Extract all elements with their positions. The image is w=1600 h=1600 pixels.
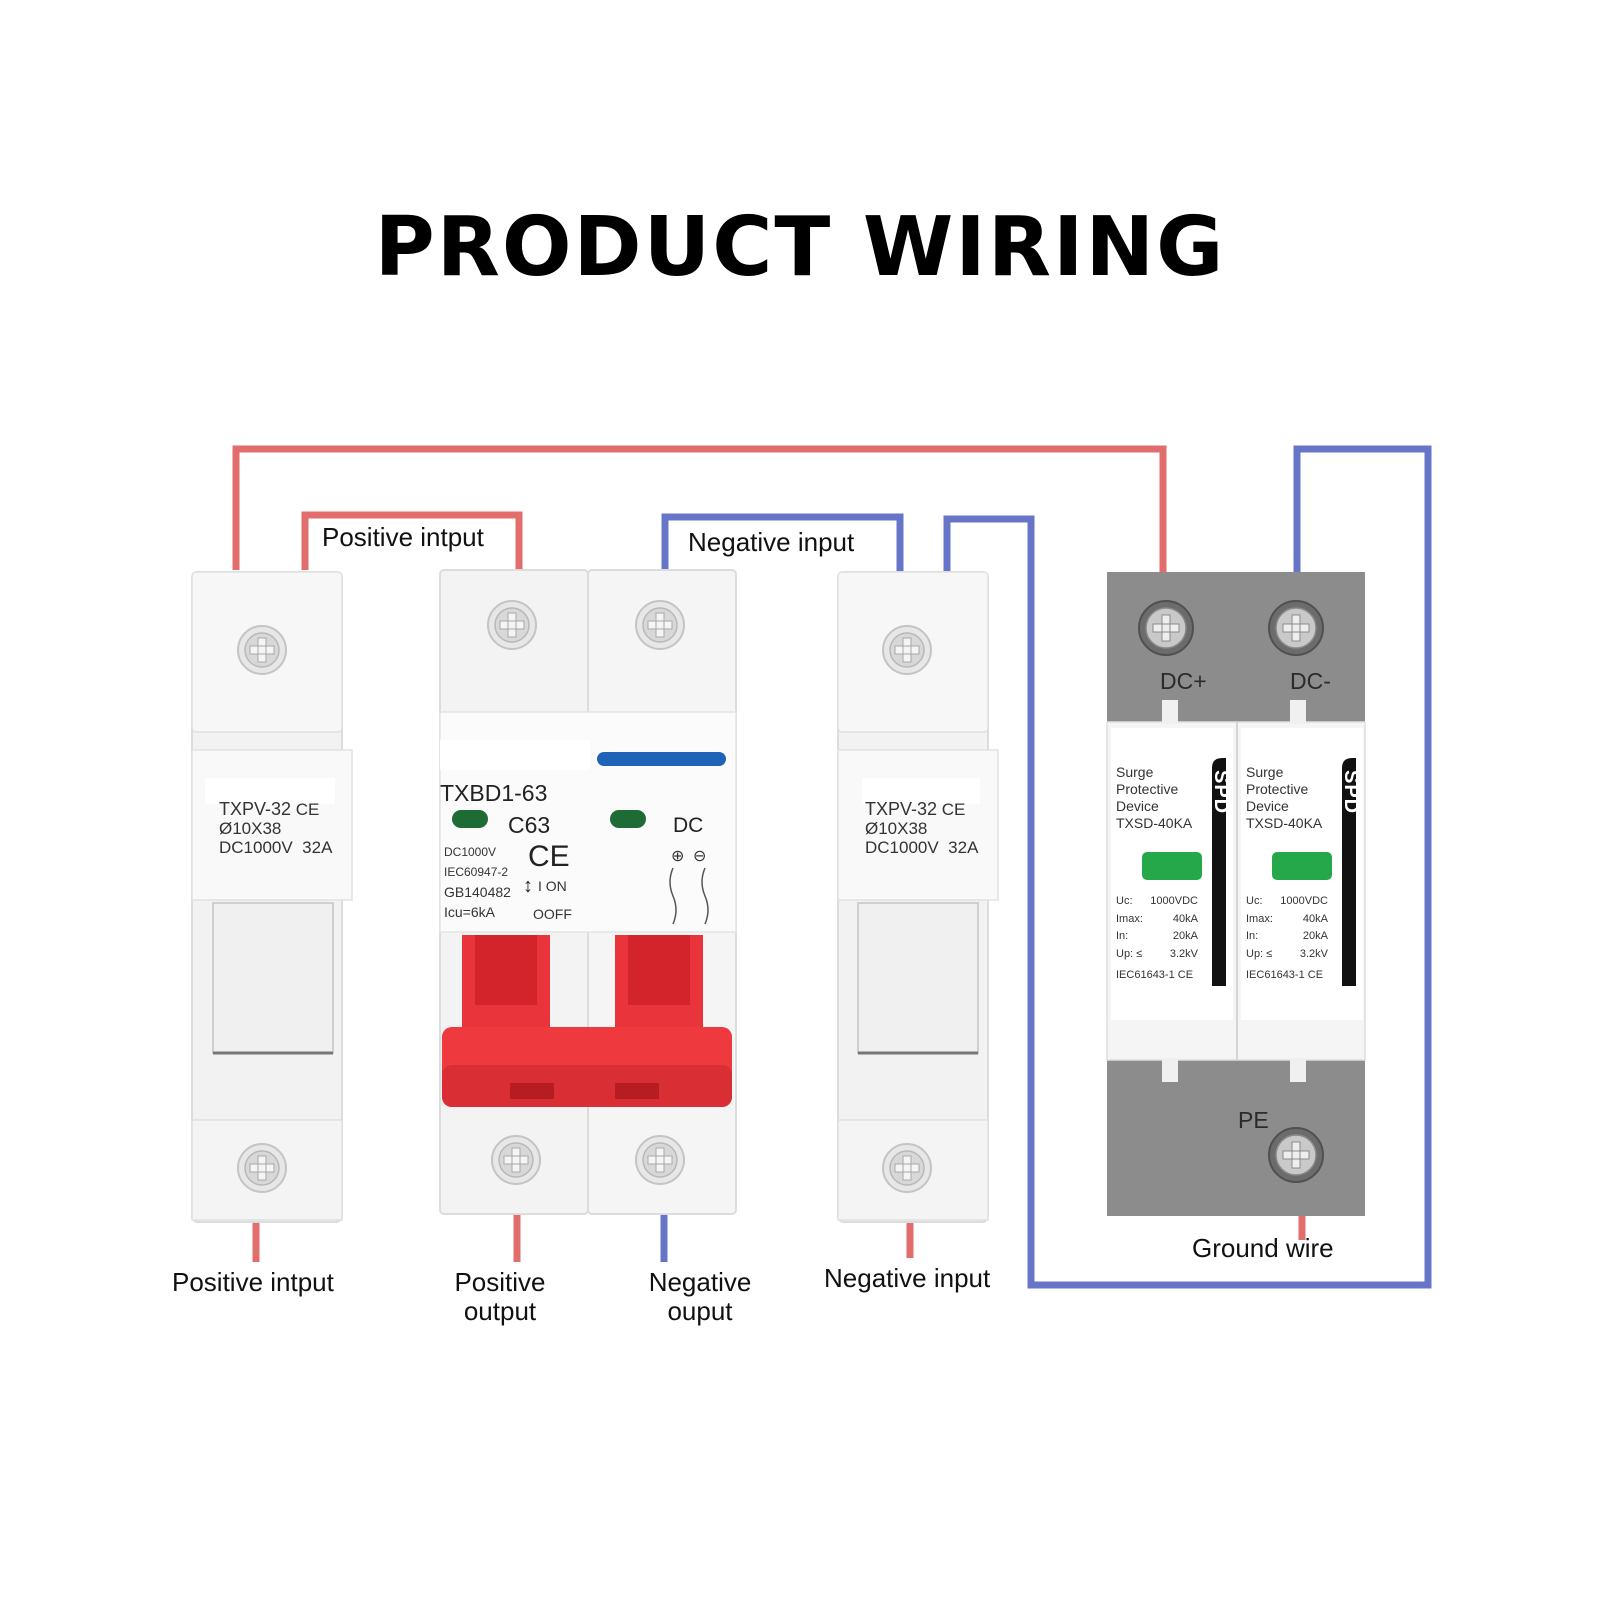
fuse-right-size: Ø10X38: [865, 819, 928, 838]
fuse-holder-left: [191, 571, 353, 1223]
spd-pe-label: PE: [1238, 1107, 1269, 1133]
spec-value: 1000VDC: [1280, 895, 1328, 907]
fuse-left-text: TXPV-32 CE Ø10X38 DC1000V 32A: [219, 799, 333, 858]
spd-right-name-line: Surge: [1246, 764, 1284, 780]
spec-value: 20kA: [1172, 930, 1198, 942]
spec-key: In:: [1116, 930, 1129, 942]
spec-key: Up: ≤: [1116, 947, 1143, 960]
spec-value: 3.2kV: [1169, 947, 1198, 960]
label-mask: [440, 740, 590, 770]
breaker-on-label: I ON: [538, 878, 567, 894]
spd-left-model: TXSD-40KA: [1116, 815, 1193, 831]
spec-key: Uc:: [1246, 895, 1263, 907]
spec-value: 3.2kV: [1299, 947, 1328, 960]
breaker-rating: C63: [508, 812, 551, 838]
spd-left-standard: IEC61643-1 CE: [1116, 969, 1194, 981]
spd-left-specs: Uc: 1000VDC Imax: 40kA In: 20kA Up: ≤ 3.…: [1116, 893, 1198, 985]
fuse-left-voltage: DC1000V: [219, 838, 293, 857]
fuse-right-current: 32A: [948, 838, 979, 857]
label-positive-input-top: Positive intput: [322, 522, 484, 552]
spd-right-name-line: Device: [1246, 798, 1289, 814]
fuse-right-voltage: DC1000V: [865, 838, 939, 857]
spd-left-tag: SPD: [1210, 770, 1232, 815]
spd-right-model: TXSD-40KA: [1246, 815, 1323, 831]
spd-left-name-line: Protective: [1116, 781, 1179, 797]
spd-left-name: Surge Protective Device TXSD-40KA: [1116, 764, 1192, 832]
breaker-txbd1-63: [439, 569, 737, 1215]
breaker-off-label: OOFF: [533, 906, 572, 922]
breaker-spec-block: DC1000V IEC60947-2 GB140482 Icu=6kA: [444, 842, 511, 922]
fuse-left-size: Ø10X38: [219, 819, 282, 838]
breaker-spec-line: GB140482: [444, 884, 511, 900]
spd-right-standard: IEC61643-1 CE: [1246, 969, 1324, 981]
label-ground-wire: Ground wire: [1192, 1233, 1334, 1263]
spec-key: Uc:: [1116, 895, 1133, 907]
spd-right-name-line: Protective: [1246, 781, 1309, 797]
spec-key: Imax:: [1246, 912, 1273, 925]
label-negative-output: Negative ouput: [648, 1267, 752, 1326]
fuse-holder-right: [837, 571, 999, 1223]
spec-value: 40kA: [1172, 912, 1198, 925]
spec-key: In:: [1246, 930, 1259, 942]
label-mask: [862, 778, 980, 804]
label-positive-input-bottom: Positive intput: [172, 1267, 334, 1297]
fuse-left-ce: CE: [295, 800, 320, 819]
surge-protective-device: [1106, 572, 1366, 1216]
breaker-dc-label: DC: [673, 814, 704, 837]
breaker-spec-line: IEC60947-2: [444, 865, 509, 879]
spec-value: 40kA: [1302, 912, 1328, 925]
spd-right-specs: Uc: 1000VDC Imax: 40kA In: 20kA Up: ≤ 3.…: [1246, 893, 1328, 985]
pole-plus-icon: ⊕: [671, 848, 685, 865]
pole-minus-icon: ⊖: [693, 848, 707, 865]
label-negative-input-bottom: Negative input: [824, 1263, 991, 1293]
fuse-right-ce: CE: [941, 800, 966, 819]
breaker-spec-line: Icu=6kA: [444, 904, 495, 920]
spd-left-name-line: Surge: [1116, 764, 1154, 780]
fuse-right-text: TXPV-32 CE Ø10X38 DC1000V 32A: [865, 799, 979, 858]
negative-wire: [660, 445, 1432, 1289]
breaker-model: TXBD1-63: [440, 780, 548, 806]
fuse-left-model: TXPV-32: [219, 799, 292, 819]
spec-key: Up: ≤: [1246, 947, 1273, 960]
spd-right-name: Surge Protective Device TXSD-40KA: [1246, 764, 1322, 832]
page-title: PRODUCT WIRING: [374, 200, 1226, 295]
fuse-right-model: TXPV-32: [865, 799, 938, 819]
label-positive-output: Positive output: [454, 1267, 546, 1326]
spd-terminal-plus: DC+: [1160, 668, 1207, 694]
fuse-left-current: 32A: [302, 838, 333, 857]
spec-value: 20kA: [1302, 930, 1328, 942]
spec-key: Imax:: [1116, 912, 1143, 925]
spd-right-tag: SPD: [1340, 770, 1362, 815]
breaker-ce: CE: [528, 840, 570, 873]
spd-left-name-line: Device: [1116, 798, 1159, 814]
spd-terminal-minus: DC-: [1290, 668, 1331, 694]
positive-wire: [232, 445, 1306, 1262]
spec-value: 1000VDC: [1150, 895, 1198, 907]
label-mask: [205, 778, 335, 804]
label-negative-input-top: Negative input: [688, 527, 855, 557]
breaker-spec-line: DC1000V: [444, 845, 497, 859]
on-arrow-icon: ↕: [523, 875, 533, 897]
